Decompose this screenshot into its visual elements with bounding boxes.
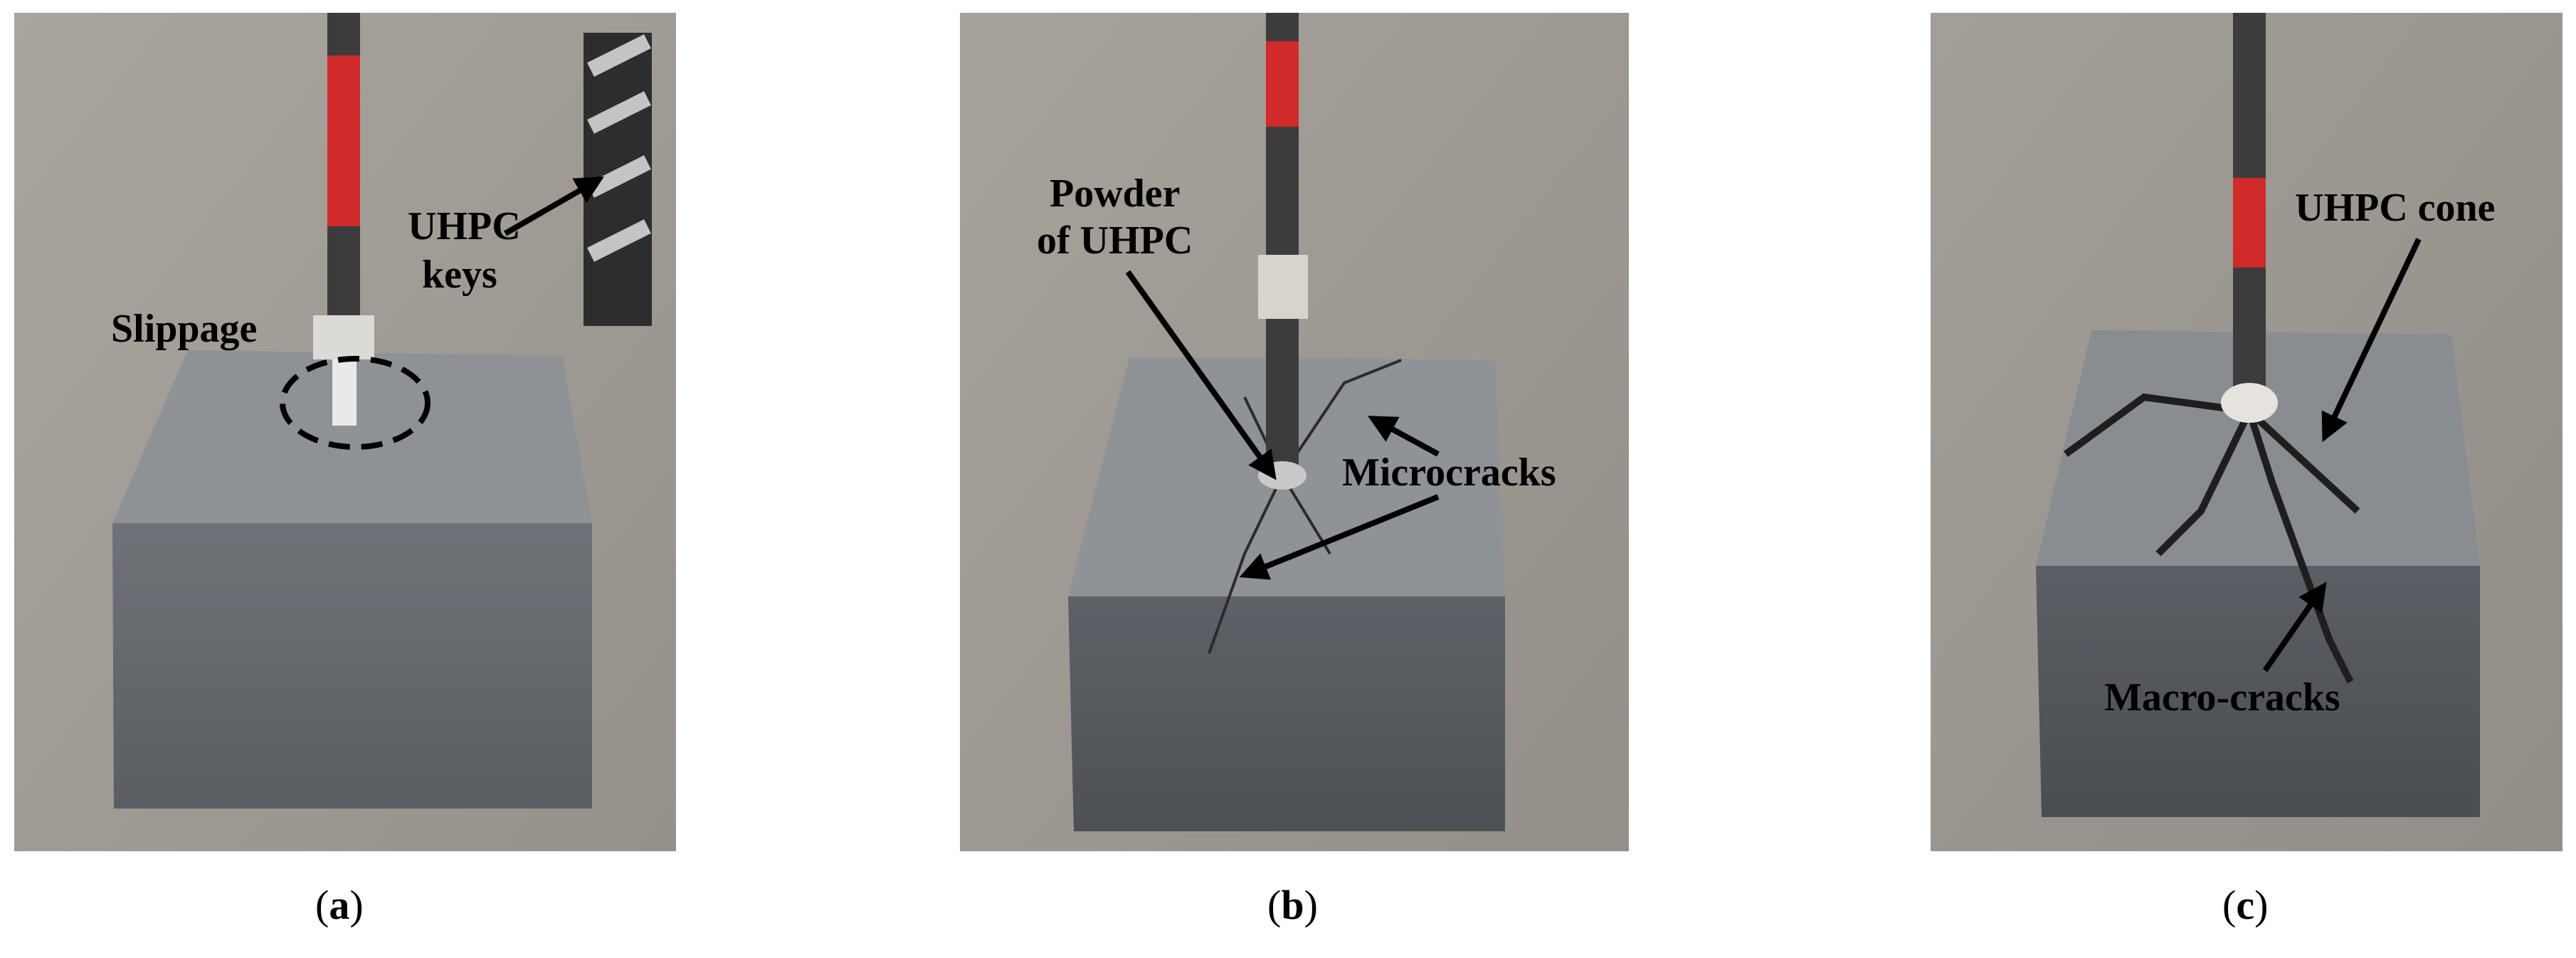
- arrow-macro: [2262, 581, 2327, 673]
- label-slippage: Slippage: [111, 307, 257, 351]
- cube-top-face: [112, 350, 592, 523]
- cube-front-face: [112, 523, 592, 809]
- photo-a: Slippage UHPC keys: [14, 13, 676, 851]
- label-microcracks: Microcracks: [1342, 451, 1556, 495]
- arrow-microcracks-2: [1239, 494, 1440, 580]
- photo-c: UHPC cone Macro-cracks: [1931, 13, 2562, 851]
- photo-panel-b: Powder of UHPC Microcracks: [960, 13, 1629, 851]
- caption-a: (a): [315, 882, 364, 928]
- label-macro-cracks: Macro-cracks: [2104, 675, 2340, 720]
- cube-front-face: [2036, 566, 2480, 817]
- label-powder-1: Powder: [1050, 172, 1181, 216]
- label-powder-2: of UHPC: [1037, 219, 1193, 263]
- tape-wrap: [313, 315, 374, 359]
- red-tape: [327, 56, 360, 226]
- macro-crack-lines: [2064, 393, 2360, 684]
- photo-panel-a: Slippage UHPC keys: [14, 13, 676, 851]
- red-tape: [2233, 178, 2266, 268]
- microcrack-lines: [1208, 359, 1402, 654]
- label-uhpc-keys-1: UHPC: [408, 204, 521, 248]
- photo-panel-c: UHPC cone Macro-cracks: [1931, 13, 2562, 851]
- red-tape: [1266, 41, 1299, 127]
- photo-b: Powder of UHPC Microcracks: [960, 13, 1629, 851]
- arrow-keys: [504, 177, 604, 236]
- cube-front-face: [1068, 596, 1505, 831]
- slippage-circle: [280, 356, 431, 450]
- caption-c: (c): [2222, 882, 2269, 928]
- label-uhpc-keys-2: keys: [422, 253, 497, 297]
- arrow-microcracks-1: [1367, 416, 1440, 457]
- label-uhpc-cone: UHPC cone: [2295, 186, 2496, 230]
- tape-wrap: [1258, 255, 1308, 319]
- arrow-cone: [2321, 238, 2422, 443]
- caption-b: (b): [1267, 882, 1318, 928]
- tape-wrap: [2221, 383, 2278, 423]
- arrow-powder: [1125, 270, 1277, 480]
